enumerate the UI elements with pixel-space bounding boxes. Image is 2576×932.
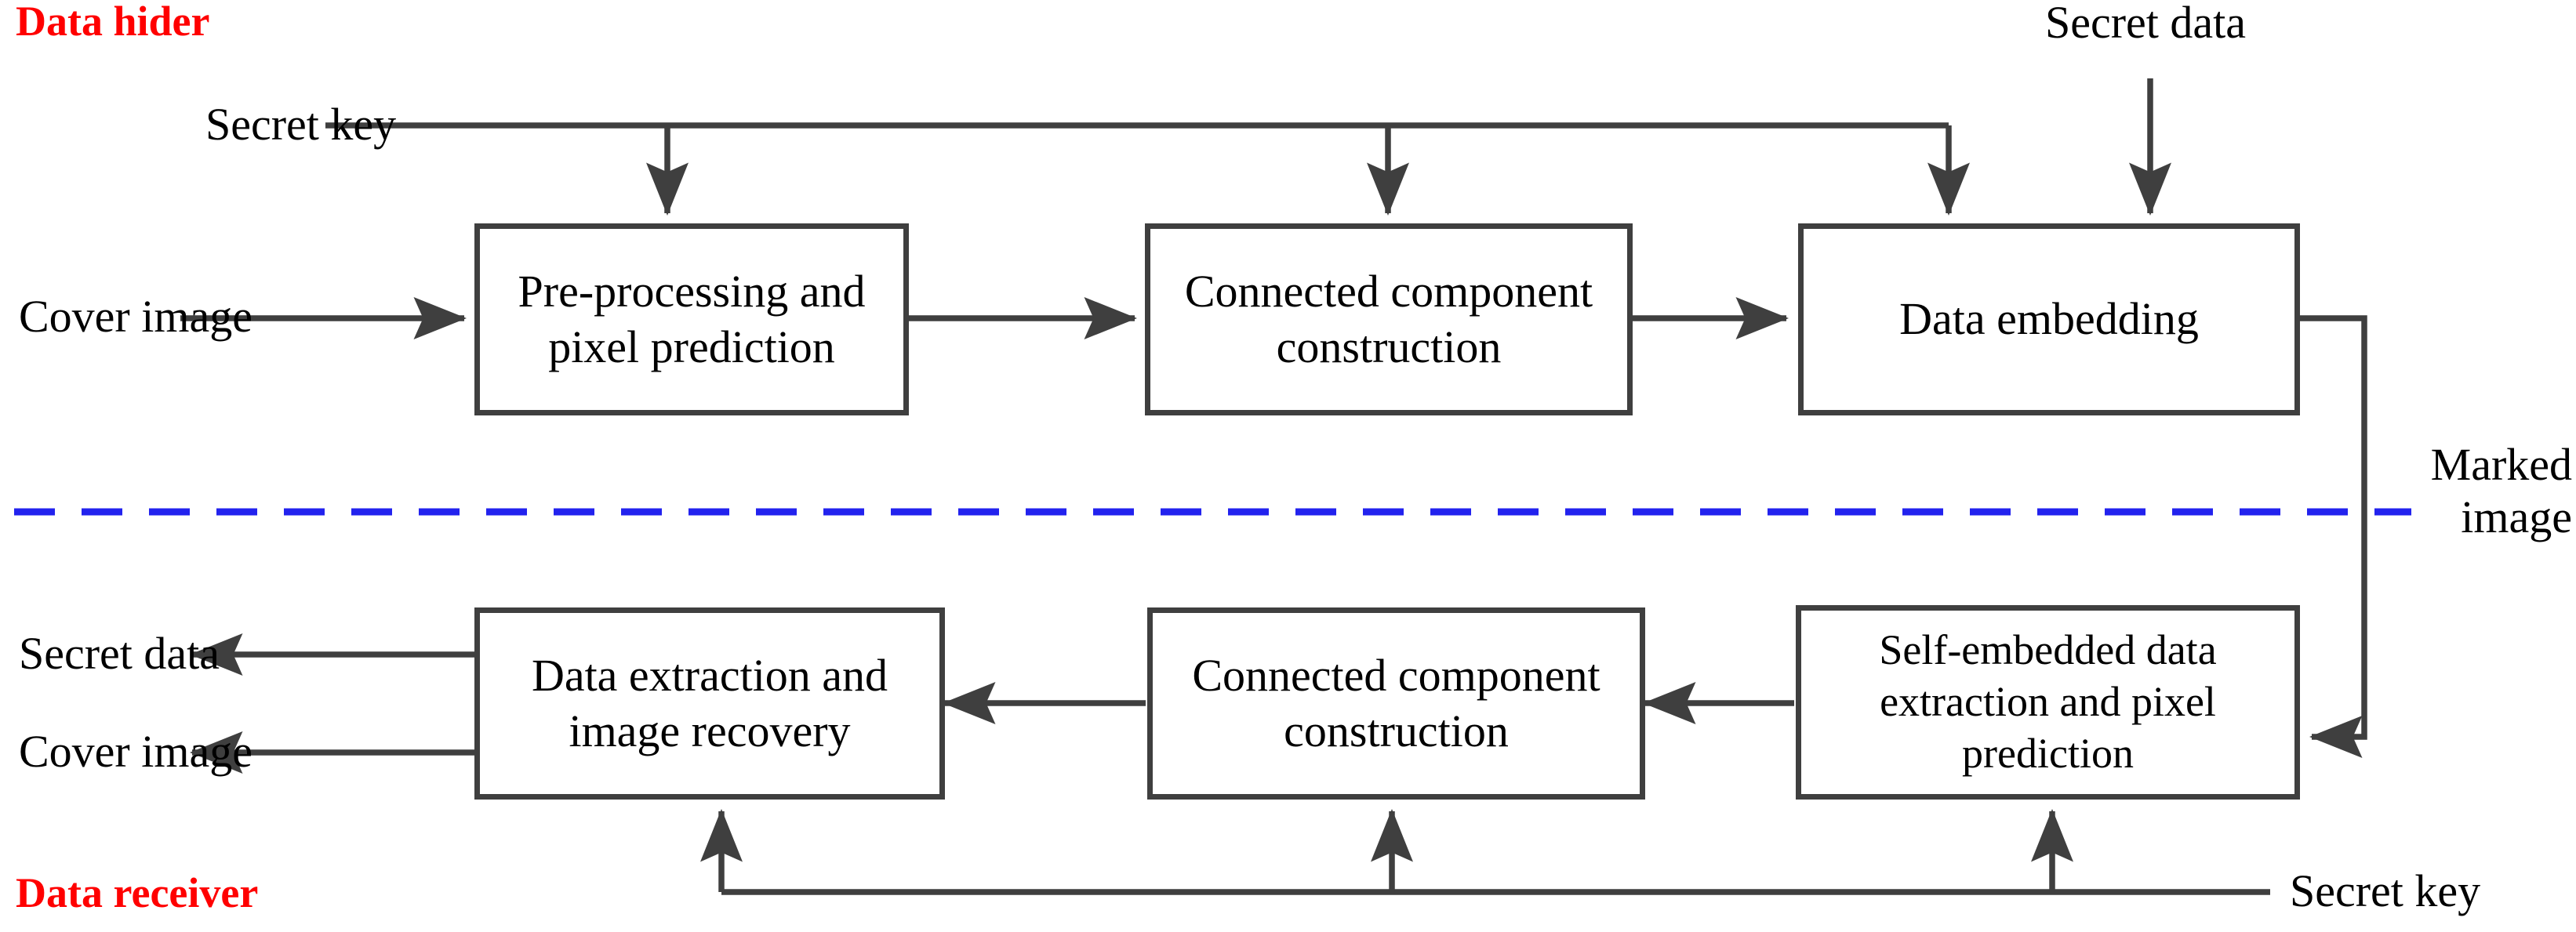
node-label: Connected component construction (1192, 649, 1600, 756)
io-label-secret-data-out: Secret data (19, 628, 220, 679)
io-label-marked-image: Marked image (2430, 439, 2572, 542)
io-label-cover-image-in: Cover image (19, 291, 253, 342)
node-data-extraction-and-image-recovery[interactable]: Data extraction and image recovery (474, 607, 945, 800)
edge-data-embedding-to-self-embedded (2300, 315, 2367, 758)
role-label-data-receiver: Data receiver (16, 869, 259, 916)
node-data-embedding[interactable]: Data embedding (1798, 223, 2300, 415)
node-label: Connected component construction (1184, 265, 1593, 372)
io-label-secret-key-bottom: Secret key (2290, 865, 2481, 916)
node-self-embedded-data-extraction-and-pixel-prediction[interactable]: Self-embedded data extraction and pixel … (1796, 605, 2300, 800)
node-label: Pre-processing and pixel prediction (518, 265, 866, 372)
node-label: Data extraction and image recovery (531, 649, 888, 756)
node-connected-component-construction-top[interactable]: Connected component construction (1145, 223, 1633, 415)
node-label: Self-embedded data extraction and pixel … (1879, 626, 2217, 777)
io-label-secret-data-in: Secret data (2045, 0, 2247, 48)
io-label-cover-image-out: Cover image (19, 726, 253, 777)
node-label: Data embedding (1899, 293, 2199, 345)
node-pre-processing-and-pixel-prediction[interactable]: Pre-processing and pixel prediction (474, 223, 909, 415)
role-label-data-hider: Data hider (16, 0, 210, 45)
io-label-secret-key-top: Secret key (205, 99, 397, 150)
node-connected-component-construction-bottom[interactable]: Connected component construction (1147, 607, 1645, 800)
